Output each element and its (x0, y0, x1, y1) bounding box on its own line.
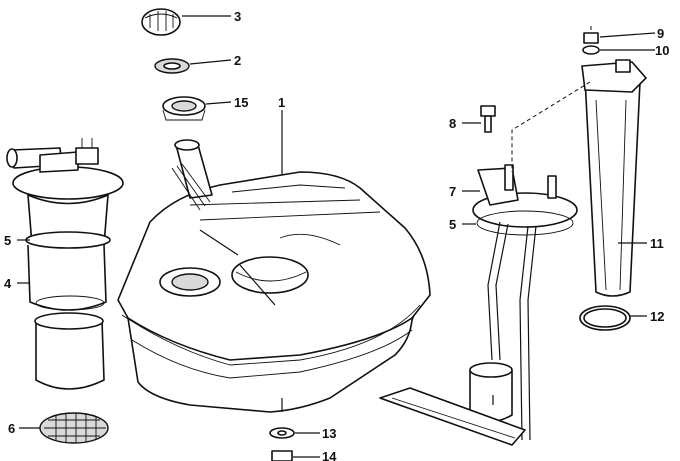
callout-15: 15 (234, 95, 248, 110)
filler-cap (141, 8, 181, 36)
leader-lines (17, 15, 656, 458)
callout-labels: 3 2 15 1 4 5 6 7 8 5 9 10 11 12 13 14 (4, 9, 669, 461)
callout-11: 11 (650, 236, 664, 251)
callout-5-right: 5 (449, 217, 456, 232)
callout-5-left: 5 (4, 233, 11, 248)
callout-9: 9 (657, 26, 664, 41)
fuel-pump-assembly (379, 164, 578, 446)
callout-10: 10 (655, 43, 669, 58)
filler-flange (162, 96, 206, 121)
callout-1: 1 (278, 95, 285, 110)
callout-2: 2 (234, 53, 241, 68)
callout-6: 6 (8, 421, 15, 436)
mounting-bolt (480, 105, 496, 133)
callout-7: 7 (449, 184, 456, 199)
callout-13: 13 (322, 426, 336, 441)
callout-3: 3 (234, 9, 241, 24)
left-fuel-sender-unit (6, 138, 124, 444)
callout-8: 8 (449, 116, 456, 131)
fuel-tank (117, 139, 431, 413)
callout-4: 4 (4, 276, 12, 291)
level-sender-tube (511, 26, 647, 331)
callout-12: 12 (650, 309, 664, 324)
cap-gasket (154, 58, 190, 74)
drain-plug-set (269, 427, 295, 461)
callout-14: 14 (322, 449, 337, 461)
